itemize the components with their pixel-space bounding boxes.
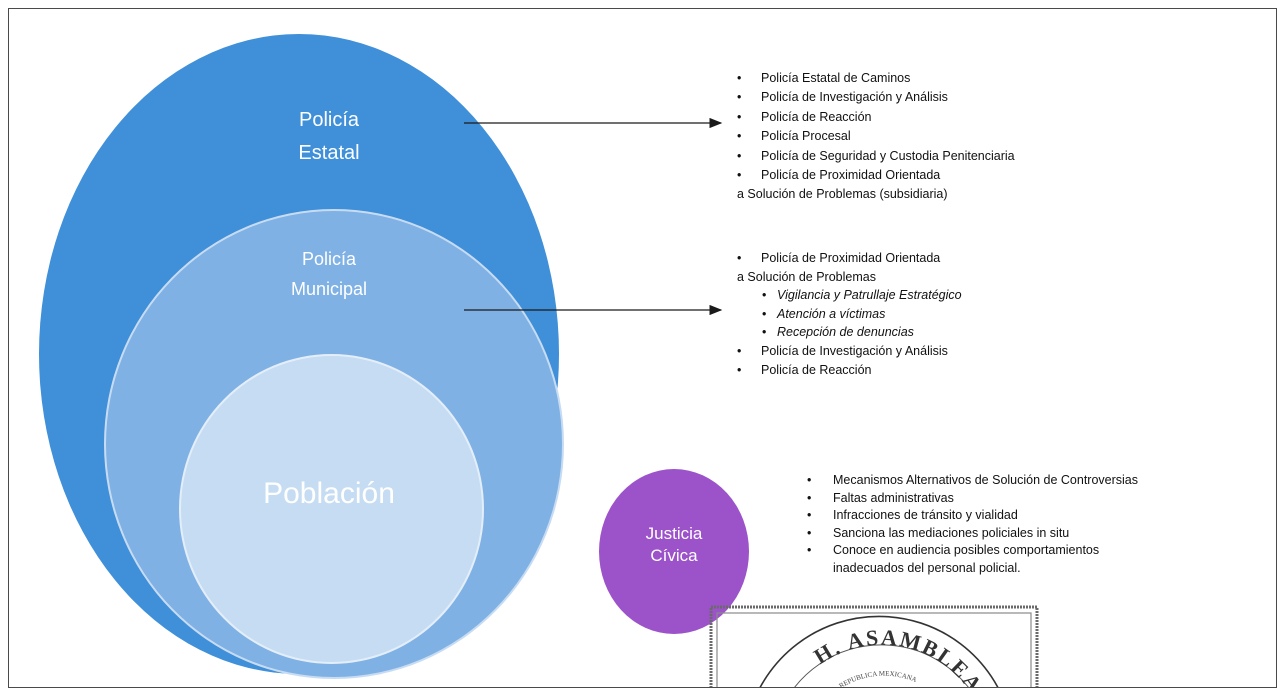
- list-item-text: Policía de Reacción: [761, 109, 872, 124]
- list-item-text: a Solución de Problemas (subsidiaria): [737, 187, 948, 202]
- list-item: • Mecanismos Alternativos de Solución de …: [807, 472, 1138, 490]
- seal-icon: H. ASAMBLEA REPUBLICA MEXICANA: [709, 605, 1039, 688]
- list-item-text: Vigilancia y Patrullaje Estratégico: [777, 288, 962, 303]
- list-item: • Policía de Investigación y Análisis: [737, 88, 1015, 107]
- sub-list-item: • Recepción de denuncias: [737, 323, 962, 342]
- list-item-continuation: a Solución de Problemas: [737, 268, 962, 287]
- bullet: •: [762, 288, 767, 303]
- list-item-continuation: inadecuados del personal policial.: [807, 560, 1138, 578]
- bullet: •: [737, 109, 742, 124]
- bullet: •: [737, 343, 742, 358]
- diagram-frame: Policía Estatal Policía Municipal Poblac…: [8, 8, 1277, 688]
- list-item-text: Policía Estatal de Caminos: [761, 71, 911, 85]
- list-item-text: inadecuados del personal policial.: [833, 560, 1021, 575]
- list-item-text: Atención a víctimas: [777, 306, 886, 321]
- bullet: •: [737, 129, 742, 144]
- bullet: •: [737, 90, 742, 105]
- poblacion-circle: [179, 354, 484, 664]
- list-item-text: Infracciones de tránsito y vialidad: [833, 508, 1018, 523]
- bullet: •: [807, 508, 812, 523]
- bullet: •: [737, 148, 742, 163]
- list-item-text: Faltas administrativas: [833, 490, 954, 505]
- list-item: • Policía Procesal: [737, 127, 1015, 146]
- sub-list-item: • Vigilancia y Patrullaje Estratégico: [737, 286, 962, 305]
- bullet: •: [807, 525, 812, 540]
- list-item: • Policía de Investigación y Análisis: [737, 342, 962, 361]
- policia-municipal-label: Policía Municipal: [259, 244, 399, 304]
- list-item: • Policía de Reacción: [737, 108, 1015, 127]
- bullet: •: [737, 71, 742, 85]
- policia-estatal-label-line2: Estatal: [298, 142, 360, 164]
- assembly-seal-stamp: H. ASAMBLEA REPUBLICA MEXICANA: [709, 605, 1049, 688]
- policia-municipal-label-line1: Policía: [301, 249, 357, 269]
- justicia-civica-list: • Mecanismos Alternativos de Solución de …: [807, 472, 1138, 578]
- list-item-text: Policía de Proximidad Orientada: [761, 251, 941, 265]
- policia-estatal-list: • Policía Estatal de Caminos • Policía de …: [737, 69, 1015, 205]
- bullet: •: [807, 473, 812, 487]
- list-item-text: Recepción de denuncias: [777, 325, 914, 340]
- bullet: •: [807, 543, 812, 558]
- connector-arrows: [464, 117, 723, 316]
- list-item: • Faltas administrativas: [807, 490, 1138, 508]
- list-item: • Conoce en audiencia posibles comportami…: [807, 542, 1138, 560]
- policia-estatal-label-line1: Policía: [298, 109, 360, 131]
- list-item-text: Mecanismos Alternativos de Solución de C…: [833, 473, 1139, 487]
- list-item-text: Conoce en audiencia posibles comportamie…: [833, 543, 1100, 558]
- list-item: • Policía de Proximidad Orientada: [737, 249, 962, 268]
- poblacion-label: Población: [263, 477, 395, 510]
- list-item-text: Policía Procesal: [761, 129, 851, 144]
- justicia-civica-label-line1: Justicia: [645, 524, 703, 543]
- policia-municipal-label-line2: Municipal: [290, 279, 368, 299]
- justicia-civica-label: Justicia Cívica: [624, 523, 724, 567]
- seal-sub-text: REPUBLICA MEXICANA: [838, 670, 918, 687]
- list-item-text: Policía de Investigación y Análisis: [761, 343, 948, 358]
- justicia-civica-label-line2: Cívica: [650, 546, 698, 565]
- list-item: • Policía Estatal de Caminos: [737, 69, 1015, 88]
- list-item-text: Policía de Investigación y Análisis: [761, 90, 948, 105]
- sub-list-item: • Atención a víctimas: [737, 305, 962, 324]
- bullet: •: [762, 306, 767, 321]
- list-item-text: Policía de Reacción: [761, 362, 872, 377]
- bullet: •: [807, 490, 812, 505]
- list-item: • Infracciones de tránsito y vialidad: [807, 507, 1138, 525]
- list-item: • Policía de Proximidad Orientada: [737, 166, 1015, 185]
- list-item-text: a Solución de Problemas: [737, 269, 876, 284]
- list-item: • Sanciona las mediaciones policiales in …: [807, 525, 1138, 543]
- policia-municipal-list: • Policía de Proximidad Orientada a Soluc…: [737, 249, 962, 379]
- bullet: •: [737, 168, 742, 183]
- bullet: •: [762, 325, 767, 340]
- list-item-text: Policía de Seguridad y Custodia Penitenc…: [761, 148, 1015, 163]
- bullet: •: [737, 362, 742, 377]
- list-item-text: Policía de Proximidad Orientada: [761, 168, 941, 183]
- svg-text:REPUBLICA MEXICANA: REPUBLICA MEXICANA: [838, 670, 918, 688]
- policia-estatal-label: Policía Estatal: [264, 104, 394, 170]
- list-item: • Policía de Reacción: [737, 361, 962, 380]
- list-item: • Policía de Seguridad y Custodia Peniten…: [737, 147, 1015, 166]
- list-item-text: Sanciona las mediaciones policiales in s…: [833, 525, 1070, 540]
- bullet: •: [737, 251, 742, 265]
- list-item-continuation: a Solución de Problemas (subsidiaria): [737, 185, 1015, 204]
